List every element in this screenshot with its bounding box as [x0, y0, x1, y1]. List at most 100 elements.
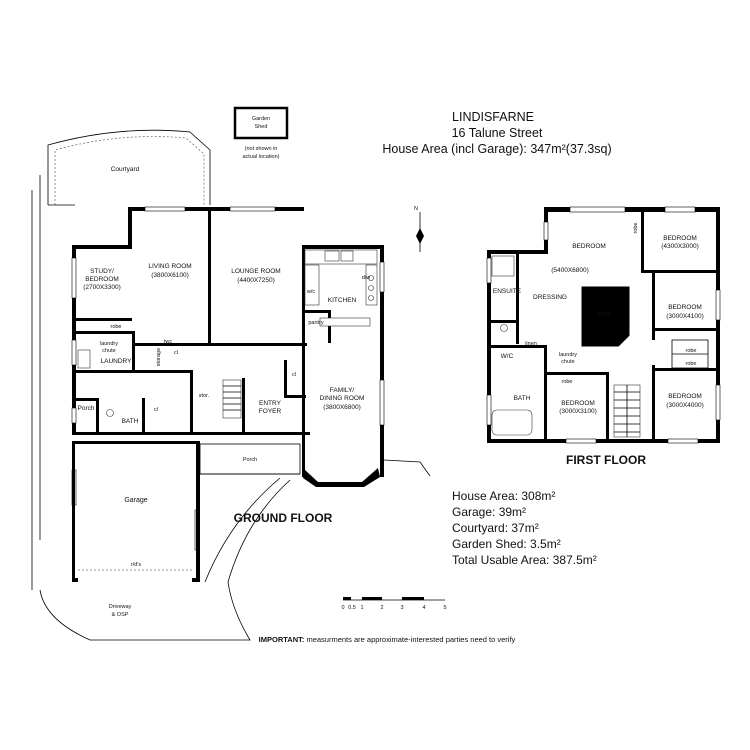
- bedroom1-label: BEDROOM: [572, 243, 606, 250]
- storage-label: storage: [156, 348, 162, 366]
- gf-bath-label: BATH: [122, 418, 139, 425]
- entry-foyer-label-2: FOYER: [259, 408, 282, 415]
- ff-laundry-chute-1: laundry: [559, 352, 577, 358]
- bedroom4-label: BEDROOM: [668, 393, 702, 400]
- garden-shed-note-1: (not shown in: [245, 146, 278, 152]
- ff-robe-label-1: robe: [633, 222, 639, 233]
- first-floor-walls: [487, 207, 720, 443]
- important-note-text: measurments are approximate-interested p…: [304, 635, 515, 644]
- family-room-label-1: FAMILY/: [330, 387, 355, 394]
- scale-tick-1: 1: [360, 605, 363, 611]
- pantry-label: pantry: [308, 320, 324, 326]
- bedroom1-dims: (5400X6800): [551, 267, 589, 274]
- first-floor-stairs: [613, 384, 641, 438]
- driveway-label-2: & OSP: [112, 612, 129, 618]
- laundry-tub-icon: [77, 349, 91, 369]
- laundry-label: LAUNDRY: [101, 358, 133, 365]
- ensuite-label: ENSUITE: [493, 288, 522, 295]
- garden-shed-box: [233, 106, 289, 140]
- first-floor-plan: BEDROOM (5400X6800) DRESSING WIR ENSUITE…: [486, 206, 721, 467]
- ground-floor-plan: Courtyard: [31, 129, 431, 641]
- scale-tick-2: 2: [380, 605, 383, 611]
- ff-robe-label-2: robe: [685, 348, 696, 354]
- scale-tick-0: 0: [341, 605, 344, 611]
- family-room-label-2: DINING ROOM: [320, 395, 365, 402]
- scale-tick-5: 5: [443, 605, 446, 611]
- summary-house-area: House Area: 308m²: [452, 489, 555, 503]
- north-arrow-icon: N: [414, 206, 424, 252]
- front-porch-label: Porch: [243, 457, 257, 463]
- important-note-bold: IMPORTANT:: [259, 635, 305, 644]
- living-room-dims: (3800X6100): [151, 272, 189, 279]
- linen-label: linen: [525, 341, 537, 347]
- ground-stairs: [222, 379, 242, 419]
- lounge-room-dims: (4400X7250): [237, 277, 275, 284]
- scale-tick-4: 4: [422, 605, 425, 611]
- scale-tick-3: 3: [400, 605, 403, 611]
- driveway-area: Driveway & OSP: [39, 459, 431, 641]
- first-floor-windows: [486, 206, 721, 444]
- study-label-2: BEDROOM: [85, 276, 119, 283]
- stor-label: stor.: [199, 393, 210, 399]
- garage-label: Garage: [124, 497, 147, 504]
- bedroom2-label: BEDROOM: [663, 235, 697, 242]
- ff-robe-label-4: robe: [561, 379, 572, 385]
- shower-icon: [491, 255, 515, 277]
- roller-doors-label: r/d's: [131, 562, 141, 568]
- bedroom3-label: BEDROOM: [668, 304, 702, 311]
- ground-floor-walls: [72, 207, 384, 487]
- entry-foyer-label-1: ENTRY: [259, 400, 282, 407]
- gf-laundry-chute-2: chute: [102, 348, 115, 354]
- family-room-dims: (3800X6800): [323, 404, 361, 411]
- gf-cl-label-3: cl: [154, 407, 158, 413]
- toilet-icon: [106, 409, 114, 417]
- bedroom4-dims: (3000X4000): [666, 402, 704, 409]
- living-room-label: LIVING ROOM: [148, 263, 191, 270]
- bedroom2-dims: (4300X3000): [661, 243, 699, 250]
- garden-shed-note-2: actual location): [243, 154, 280, 160]
- driveway-label-1: Driveway: [109, 604, 132, 610]
- ff-robe-label-3: robe: [685, 361, 696, 367]
- property-address: 16 Talune Street: [452, 126, 543, 140]
- garden-shed-label-2: Shed: [255, 124, 268, 130]
- ff-bath-label: BATH: [514, 395, 531, 402]
- ff-wc-label: W/C: [501, 353, 514, 360]
- area-summary: House Area: 308m² Garage: 39m² Courtyard…: [452, 489, 597, 567]
- important-note: IMPORTANT: measurments are approximate-i…: [259, 635, 516, 644]
- dressing-label: DRESSING: [533, 294, 567, 301]
- scale-tick-05: 0.5: [348, 605, 356, 611]
- courtyard-area: Courtyard: [47, 129, 211, 206]
- side-porch-label: Porch: [78, 405, 95, 412]
- bathtub-icon: [491, 409, 533, 436]
- summary-garden-shed: Garden Shed: 3.5m²: [452, 537, 561, 551]
- gf-laundry-chute-1: laundry: [100, 341, 118, 347]
- house-area-heading: House Area (incl Garage): 347m²(37.3sq): [382, 142, 611, 156]
- property-name: LINDISFARNE: [452, 110, 534, 124]
- kitchen-label: KITCHEN: [328, 297, 357, 304]
- front-porch: Porch: [199, 443, 301, 475]
- dishwasher-label: d/w: [362, 275, 371, 281]
- kitchen-fixtures: [304, 249, 378, 327]
- bedroom3-dims: (3000X4100): [666, 313, 704, 320]
- summary-courtyard: Courtyard: 37m²: [452, 521, 539, 535]
- ground-floor-title: GROUND FLOOR: [234, 511, 333, 525]
- garden-shed-label-1: Garden: [252, 116, 270, 122]
- garden-shed-note: Garden Shed (not shown in actual locatio…: [233, 106, 289, 160]
- gf-cl-label-2: cl: [292, 372, 296, 378]
- courtyard-label: Courtyard: [111, 166, 140, 173]
- study-label-1: STUDY/: [90, 268, 114, 275]
- gf-robe-label: robe: [110, 324, 121, 330]
- ff-toilet-icon: [500, 324, 508, 332]
- garage-area: Garage r/d's: [72, 441, 200, 582]
- ff-laundry-chute-2: chute: [561, 359, 574, 365]
- bedroom5-dims: (3000X3100): [559, 408, 597, 415]
- wc-label: w/c: [306, 289, 316, 295]
- wir-label: WIR: [598, 311, 611, 318]
- summary-garage: Garage: 39m²: [452, 505, 526, 519]
- scale-bar: 0 0.5 1 2 3 4 5: [341, 597, 447, 611]
- study-dims: (2700X3300): [83, 284, 121, 291]
- header: LINDISFARNE 16 Talune Street House Area …: [382, 110, 611, 156]
- lounge-room-label: LOUNGE ROOM: [231, 268, 280, 275]
- north-label: N: [414, 206, 418, 212]
